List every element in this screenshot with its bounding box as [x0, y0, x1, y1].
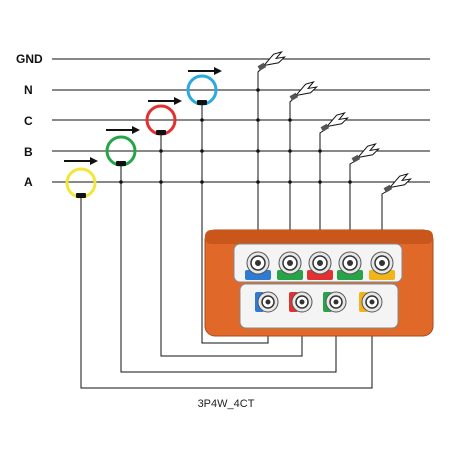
voltage-terminals	[245, 251, 395, 280]
bus-lines	[52, 58, 430, 183]
ct-clamps	[65, 74, 218, 199]
current-terminal-panel	[239, 283, 399, 329]
ct-clamp-connectors	[76, 100, 207, 198]
line-label-gnd: GND	[16, 52, 43, 66]
current-terminal	[255, 291, 279, 313]
voltage-lead-gnd	[257, 67, 263, 255]
current-direction-arrows	[64, 67, 222, 165]
alligator-clip-icon	[257, 50, 287, 71]
power-analyzer-device	[204, 229, 434, 337]
voltage-terminal	[369, 251, 395, 280]
line-label-a: A	[24, 175, 33, 189]
voltage-terminal	[245, 251, 271, 280]
voltage-leads	[257, 67, 390, 255]
current-lead-a	[80, 198, 373, 389]
current-terminal	[289, 291, 313, 313]
terminal-color-tab	[337, 270, 363, 280]
current-terminals	[255, 291, 383, 313]
arrow-icon	[64, 157, 98, 165]
arrow-icon	[188, 67, 222, 75]
alligator-clip-icon	[320, 111, 350, 132]
current-terminal	[323, 291, 347, 313]
terminal-color-tab	[369, 270, 395, 280]
alligator-clips	[257, 50, 413, 193]
alligator-clip-icon	[383, 172, 413, 193]
terminal-color-tab	[277, 270, 303, 280]
line-label-c: C	[24, 114, 33, 128]
diagram-caption: 3P4W_4CT	[198, 398, 255, 410]
terminal-color-tab	[307, 270, 333, 280]
line-label-n: N	[24, 83, 33, 97]
arrow-icon	[106, 126, 140, 134]
line-label-b: B	[24, 145, 33, 159]
junction-dots	[119, 88, 352, 184]
device-body-top	[205, 230, 433, 244]
arrow-icon	[148, 97, 182, 105]
alligator-clip-icon	[351, 142, 381, 163]
current-terminal	[359, 291, 383, 313]
terminal-color-tab	[245, 270, 271, 280]
voltage-terminal	[307, 251, 333, 280]
voltage-terminal	[277, 251, 303, 280]
alligator-clip-icon	[289, 80, 319, 101]
ct-clamp-a	[65, 167, 97, 199]
voltage-terminal	[337, 251, 363, 280]
